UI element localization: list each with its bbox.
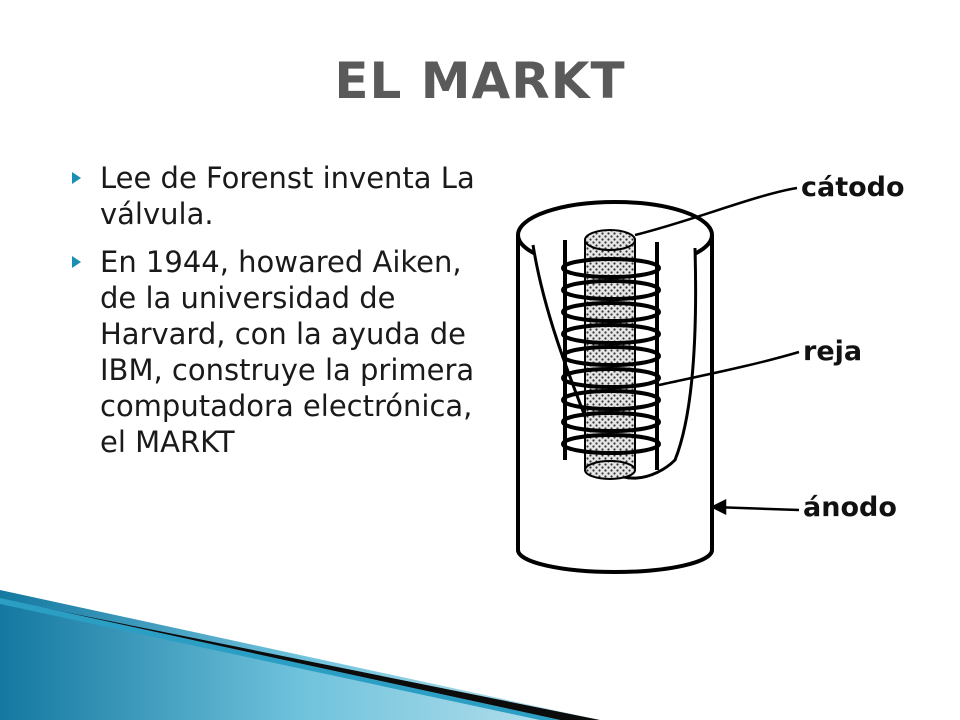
cathode-cylinder	[584, 229, 636, 480]
anode-label: ánodo	[803, 492, 897, 523]
bullet-item: Lee de Forenst inventa La válvula.	[70, 160, 490, 232]
bullet-arrow-icon	[72, 256, 81, 268]
bullet-arrow-icon	[72, 172, 81, 184]
vacuum-tube-diagram: cátodo reja ánodo	[516, 172, 905, 574]
bullet-text: Lee de Forenst inventa La válvula.	[100, 161, 475, 231]
footer-decoration	[0, 590, 600, 720]
bullet-list: Lee de Forenst inventa La válvula. En 19…	[70, 160, 490, 472]
cathode-label: cátodo	[801, 172, 905, 203]
grid-coils	[561, 257, 661, 455]
grid-label: reja	[803, 336, 862, 367]
bullet-item: En 1944, howared Aiken, de la universida…	[70, 244, 490, 460]
slide-title: EL MARKT	[334, 52, 626, 110]
leader-lines	[634, 186, 800, 516]
bullet-text: En 1944, howared Aiken, de la universida…	[100, 245, 475, 459]
